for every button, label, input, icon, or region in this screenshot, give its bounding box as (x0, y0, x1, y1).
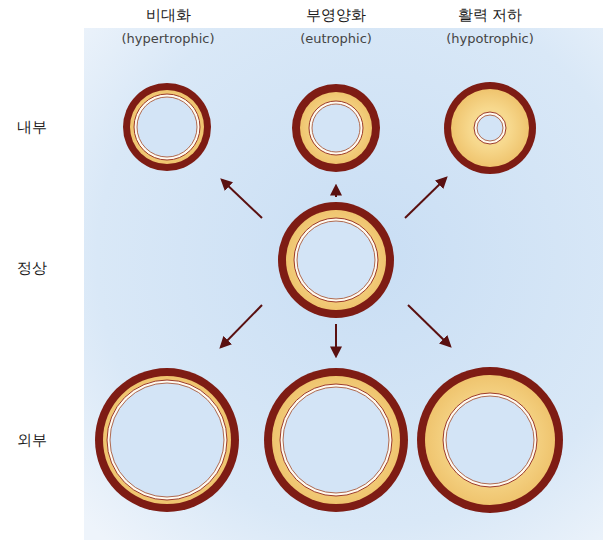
background-panel (84, 28, 603, 540)
row-label: 내부 (17, 118, 47, 136)
column-header: 활력 저하 (458, 6, 523, 24)
column-subheader: (hypertrophic) (121, 31, 214, 47)
remodeling-arrows (221, 178, 450, 356)
column-header: 비대화 (146, 6, 191, 24)
column-subheader: (eutrophic) (300, 31, 372, 47)
vessel-cross-sections (95, 82, 563, 513)
column-header: 부영양화 (306, 6, 366, 24)
row-label: 외부 (17, 431, 47, 449)
row-label: 정상 (17, 259, 47, 277)
column-subheader: (hypotrophic) (446, 31, 534, 47)
